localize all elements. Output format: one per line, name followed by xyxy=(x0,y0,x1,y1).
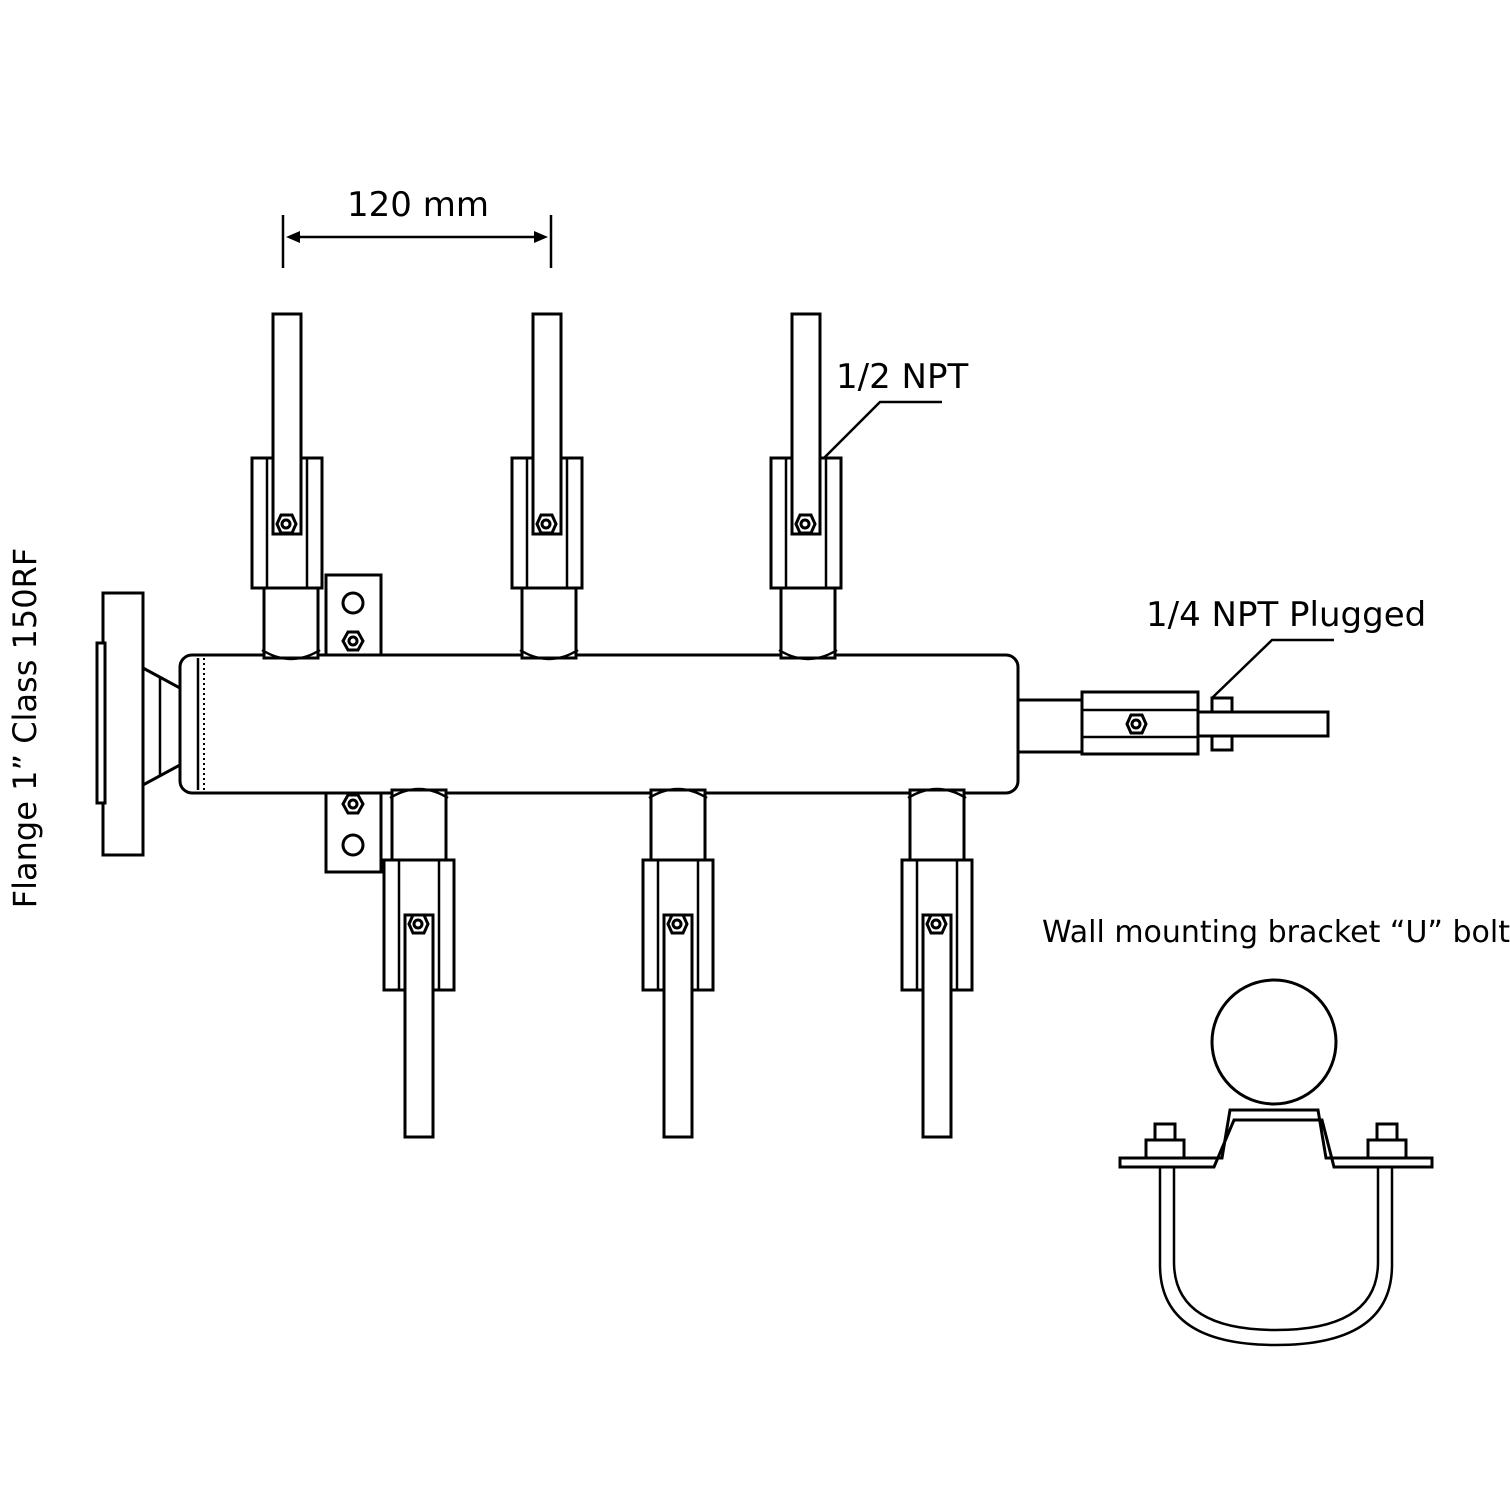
end-port-plug xyxy=(1016,690,1330,756)
mounting-plate-top xyxy=(324,573,383,659)
leader-line-outlet xyxy=(823,400,942,459)
flange xyxy=(95,591,182,857)
valve-top-3 xyxy=(769,312,843,661)
valve-bottom-3 xyxy=(900,787,974,1139)
dimension-120mm xyxy=(281,215,553,268)
flange-label: Flange 1” Class 150RF xyxy=(6,548,44,909)
leader-line-end-port xyxy=(1211,638,1334,699)
manifold-body xyxy=(178,653,1020,795)
valve-top-1 xyxy=(250,312,324,661)
valve-bottom-2 xyxy=(641,787,715,1139)
valve-top-2 xyxy=(510,312,584,661)
outlet-thread-label: 1/2 NPT xyxy=(836,357,968,397)
u-bolt-bracket xyxy=(1118,978,1434,1347)
dimension-label: 120 mm xyxy=(347,185,489,225)
valve-bottom-1 xyxy=(382,787,456,1139)
end-port-label: 1/4 NPT Plugged xyxy=(1146,595,1426,635)
mounting-plate-bottom xyxy=(324,788,383,874)
bracket-label: Wall mounting bracket “U” bolt xyxy=(1042,915,1510,950)
